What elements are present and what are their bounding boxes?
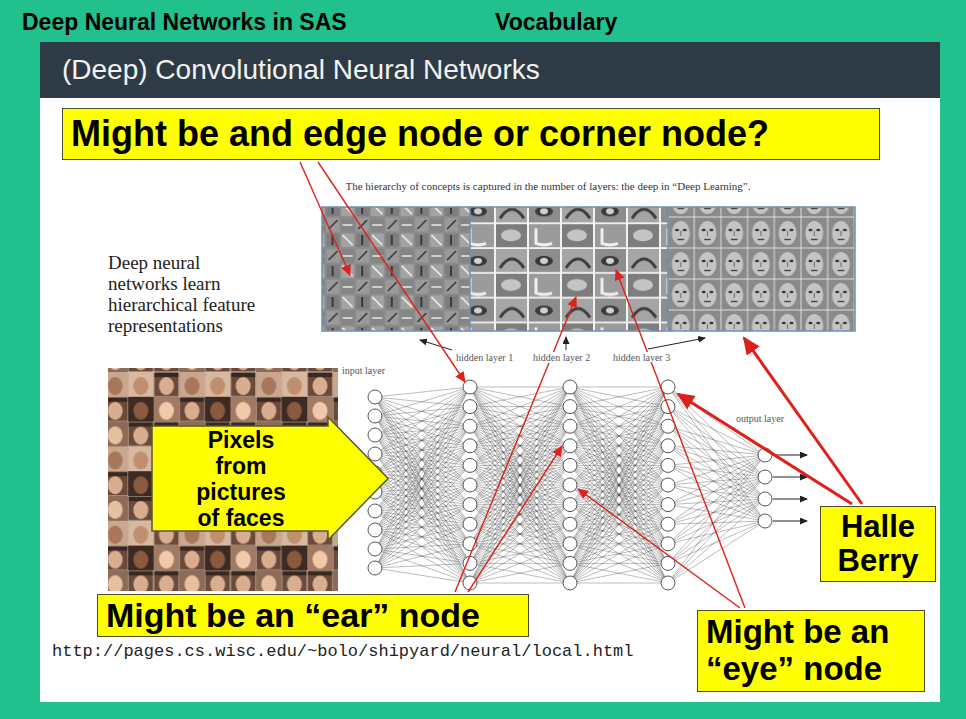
neuron: [463, 400, 477, 414]
neuron: [463, 498, 477, 512]
panel-divider: [667, 207, 669, 331]
leader-arrow: [678, 394, 852, 504]
leader-line: [318, 162, 465, 382]
callout-box: Halle Berry: [820, 506, 936, 582]
red-leader-lines: [300, 162, 862, 608]
neuron: [463, 478, 477, 492]
output-arrow: [773, 499, 807, 500]
layer-pointers: [420, 337, 705, 350]
output-arrow: [773, 477, 807, 478]
neuron: [661, 458, 675, 472]
neuron: [368, 447, 382, 461]
neuron: [563, 458, 577, 472]
leader-line: [578, 489, 740, 608]
callout-box: Might be and edge node or corner node?: [62, 108, 880, 160]
neuron: [758, 492, 772, 506]
node-text: Pixels from pictures of faces: [186, 427, 296, 531]
neuron: [661, 498, 675, 512]
neuron: [368, 542, 382, 556]
feature-panels: [322, 207, 855, 331]
network-weights: [570, 387, 668, 583]
neuron: [661, 537, 675, 551]
edge-features: [322, 207, 470, 331]
neuron: [463, 458, 477, 472]
neuron: [563, 380, 577, 394]
panel-outline: [322, 207, 855, 331]
slide-title: Deep Neural Networks in SAS: [22, 9, 347, 36]
slide-subtitle: Vocabulary: [495, 9, 617, 36]
neuron: [758, 514, 772, 528]
leader-line: [616, 270, 745, 608]
face-features: [668, 207, 855, 331]
node-text: Might be an “ear” node: [106, 596, 520, 635]
neuron: [463, 439, 477, 453]
neuron: [463, 380, 477, 394]
neuron: [661, 517, 675, 531]
layer-pointer: [420, 340, 452, 350]
node-text: Halle Berry: [825, 510, 931, 578]
neuron: [661, 439, 675, 453]
neuron: [563, 439, 577, 453]
panel-divider: [469, 207, 471, 331]
source-url: http://pages.cs.wisc.edu/~bolo/shipyard/…: [52, 642, 634, 661]
network-weights: [470, 387, 570, 583]
leader-line: [300, 162, 350, 275]
callout-box: Might be an “ear” node: [97, 594, 529, 637]
layer-label: hidden layer 2: [532, 352, 591, 363]
layer-pointer: [648, 338, 705, 349]
layer-label: hidden layer 1: [455, 352, 514, 363]
leader-line: [468, 446, 562, 592]
neuron: [368, 409, 382, 423]
node-text: Might be an “eye” node: [706, 614, 916, 688]
neuron: [563, 537, 577, 551]
neuron: [758, 470, 772, 484]
neuron: [563, 478, 577, 492]
input-arrow: Pixels from pictures of faces: [150, 416, 390, 541]
side-note: Deep neural networks learn hierarchical …: [108, 252, 263, 336]
neuron: [563, 517, 577, 531]
title-band: (Deep) Convolutional Neural Networks: [40, 42, 940, 98]
neuron: [368, 523, 382, 537]
neuron: [661, 576, 675, 590]
leader-line: [455, 297, 576, 592]
neuron: [368, 428, 382, 442]
neuron: [463, 517, 477, 531]
layer-label: hidden layer 3: [612, 352, 671, 363]
node-text: Might be and edge node or corner node?: [71, 113, 871, 154]
neuron: [368, 561, 382, 575]
neuron: [563, 498, 577, 512]
neuron: [463, 419, 477, 433]
network-weights: [375, 387, 470, 583]
neuron: [563, 576, 577, 590]
caption-note: The hierarchy of concepts is captured in…: [344, 180, 753, 192]
neuron: [661, 478, 675, 492]
neuron: [563, 419, 577, 433]
arrow-body: [152, 417, 388, 540]
neuron: [368, 504, 382, 518]
layer-label: input layer: [341, 365, 386, 376]
neuron: [563, 400, 577, 414]
output-arrow: [773, 521, 807, 522]
layer-label: output layer: [735, 413, 785, 424]
node-text: (Deep) Convolutional Neural Networks: [62, 54, 540, 86]
output-arrow: [773, 455, 807, 456]
network-graph: [368, 380, 807, 590]
layer-pointer: [566, 337, 567, 350]
callout-box: Might be an “eye” node: [697, 610, 925, 692]
neuron: [661, 419, 675, 433]
neuron: [563, 556, 577, 570]
neuron: [368, 390, 382, 404]
